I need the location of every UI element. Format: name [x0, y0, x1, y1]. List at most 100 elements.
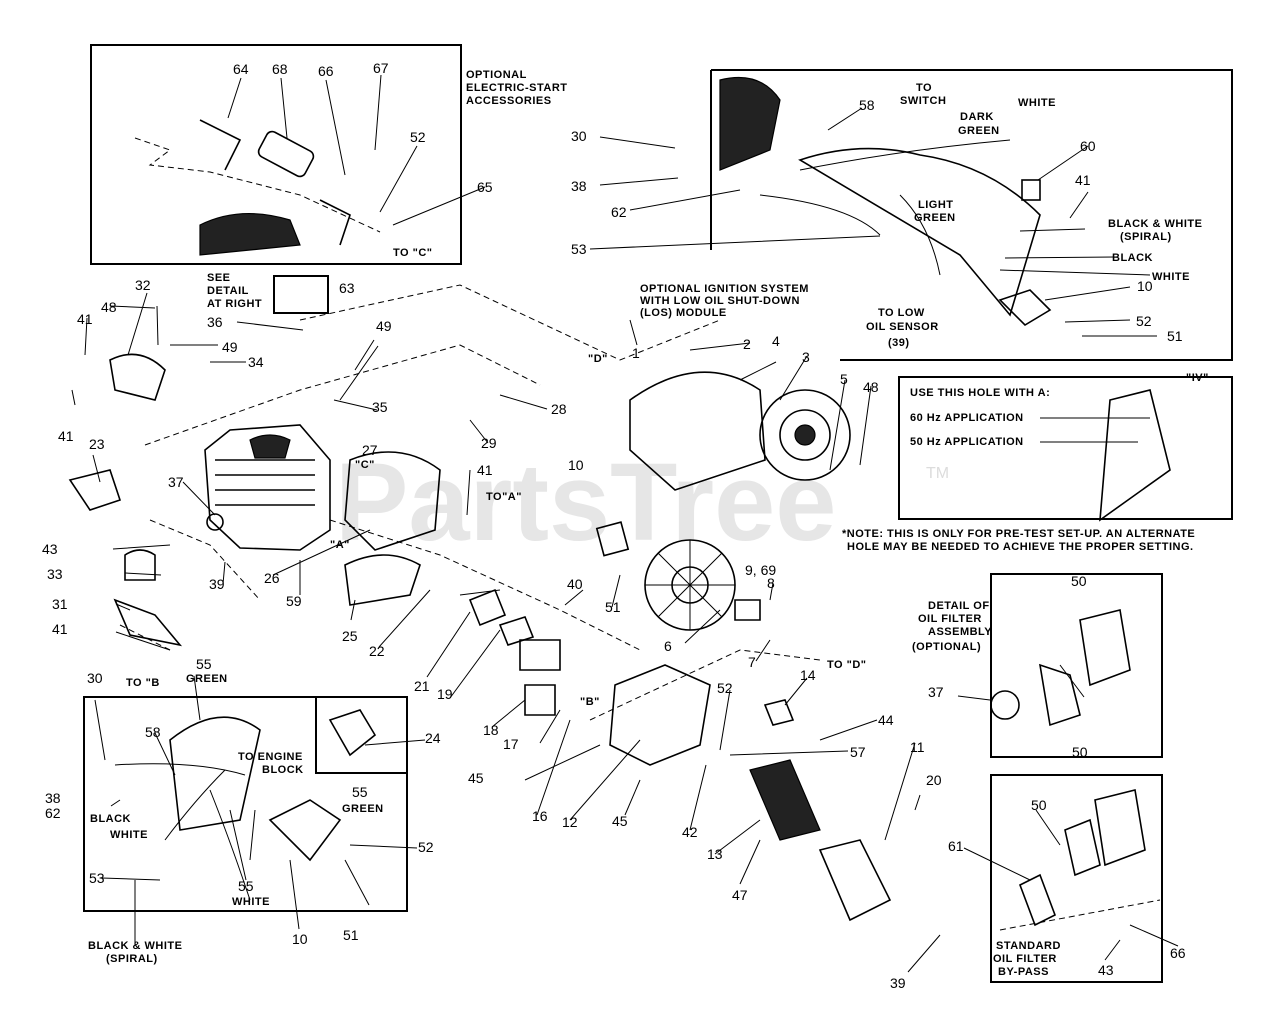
svg-text:TO LOW: TO LOW [878, 307, 925, 319]
svg-text:ELECTRIC-START: ELECTRIC-START [466, 82, 568, 94]
part-number: 61 [948, 838, 964, 854]
part-number: 66 [1170, 945, 1186, 961]
svg-text:60 Hz APPLICATION: 60 Hz APPLICATION [910, 412, 1024, 424]
part-number: 36 [207, 314, 223, 330]
svg-text:OPTIONAL IGNITION SYSTEM: OPTIONAL IGNITION SYSTEM [640, 283, 809, 295]
oil-filter-detail-box [990, 573, 1163, 758]
part-number: 21 [414, 678, 430, 694]
part-number: 2 [743, 336, 751, 352]
part-number: 48 [863, 379, 879, 395]
svg-text:DETAIL: DETAIL [207, 285, 249, 297]
svg-text:WHITE: WHITE [232, 896, 270, 908]
svg-text:STANDARD: STANDARD [996, 940, 1061, 952]
part-number: 57 [850, 744, 866, 760]
svg-text:DARK: DARK [960, 111, 994, 123]
part-number: 43 [42, 541, 58, 557]
svg-text:BLACK & WHITE: BLACK & WHITE [1108, 218, 1203, 230]
part-number: 52 [410, 129, 426, 145]
svg-text:LIGHT: LIGHT [918, 199, 954, 211]
part-number: 5 [840, 371, 848, 387]
part-number: 41 [52, 621, 68, 637]
part-number: 39 [209, 576, 225, 592]
part-number: 23 [89, 436, 105, 452]
part-number: 1 [632, 345, 640, 361]
svg-text:TO: TO [916, 82, 932, 94]
svg-text:AT RIGHT: AT RIGHT [207, 298, 262, 310]
svg-text:(OPTIONAL): (OPTIONAL) [912, 641, 981, 653]
svg-text:"D": "D" [588, 353, 608, 365]
part-number: 51 [343, 927, 359, 943]
part-number: 48 [101, 299, 117, 315]
part-number: 43 [1098, 962, 1114, 978]
svg-text:USE THIS HOLE WITH A:: USE THIS HOLE WITH A: [910, 387, 1050, 399]
part-number: 64 [233, 61, 249, 77]
electric-start-parts [134, 119, 381, 256]
electric-start-box [90, 44, 462, 265]
engine-block [68, 353, 331, 647]
svg-text:OIL FILTER: OIL FILTER [993, 953, 1057, 965]
svg-text:GREEN: GREEN [958, 125, 1000, 137]
part-number: 30 [571, 128, 587, 144]
svg-text:TO ENGINE: TO ENGINE [238, 751, 303, 763]
svg-text:SWITCH: SWITCH [900, 95, 946, 107]
part-number: 55 [352, 784, 368, 800]
svg-text:BY-PASS: BY-PASS [998, 966, 1049, 978]
watermark-tm: TM [926, 465, 949, 482]
part-number: 29 [481, 435, 497, 451]
svg-text:OIL SENSOR: OIL SENSOR [866, 321, 939, 333]
svg-text:TO "C": TO "C" [393, 247, 433, 259]
svg-text:GREEN: GREEN [186, 673, 228, 685]
part-number: 17 [503, 736, 519, 752]
svg-text:HOLE MAY BE NEEDED TO ACHIEVE: HOLE MAY BE NEEDED TO ACHIEVE THE PROPER… [847, 541, 1194, 553]
part-number: 4 [772, 333, 780, 349]
bypass-detail-box [990, 774, 1163, 983]
part-number: 16 [532, 808, 548, 824]
part-number: 45 [612, 813, 628, 829]
svg-text:ACCESSORIES: ACCESSORIES [466, 95, 552, 107]
wiring-detail-parts [114, 709, 377, 901]
part-number: 10 [292, 931, 308, 947]
svg-text:50 Hz APPLICATION: 50 Hz APPLICATION [910, 436, 1024, 448]
part-number: 34 [248, 354, 264, 370]
part-number: 38 [571, 178, 587, 194]
wiring-detail-box [83, 696, 408, 912]
svg-text:GREEN: GREEN [914, 212, 956, 224]
part-number: 51 [605, 599, 621, 615]
svg-text:BLOCK: BLOCK [262, 764, 304, 776]
part-number: 37 [168, 474, 184, 490]
svg-text:OIL FILTER: OIL FILTER [918, 613, 982, 625]
part-number: 65 [477, 179, 493, 195]
svg-text:DETAIL OF: DETAIL OF [928, 600, 990, 612]
part-number: 40 [567, 576, 583, 592]
part-number: 18 [483, 722, 499, 738]
svg-text:TO "D": TO "D" [827, 659, 867, 671]
part-number: 62 [611, 204, 627, 220]
part-number: 41 [477, 462, 493, 478]
svg-text:WHITE: WHITE [110, 829, 148, 841]
part-number: 58 [145, 724, 161, 740]
captions: OPTIONAL ELECTRIC-START ACCESSORIES SEE … [88, 69, 1208, 978]
part-number: 10 [1137, 278, 1153, 294]
part-number: 12 [562, 814, 578, 830]
svg-text:"A": "A" [330, 539, 350, 551]
svg-text:(SPIRAL): (SPIRAL) [106, 953, 158, 965]
part-number: 10 [568, 457, 584, 473]
svg-text:(LOS) MODULE: (LOS) MODULE [640, 307, 727, 319]
part-number: 11 [910, 739, 925, 755]
part-number: 26 [264, 570, 280, 586]
part-number: 67 [373, 60, 389, 76]
part-number: 63 [339, 280, 355, 296]
part-number: 59 [286, 593, 302, 609]
part-number: 14 [800, 667, 816, 683]
svg-text:WHITE: WHITE [1152, 271, 1190, 283]
svg-text:WHITE: WHITE [1018, 97, 1056, 109]
part-number: 50 [1072, 744, 1088, 760]
blower-housing [344, 371, 851, 606]
part-number: 41 [77, 311, 93, 327]
part-number: 9, 69 [745, 562, 776, 578]
leader-lines [71, 74, 1179, 973]
part-number: 8 [767, 575, 775, 591]
part-number: 30 [87, 670, 103, 686]
part-number: 52 [717, 680, 733, 696]
